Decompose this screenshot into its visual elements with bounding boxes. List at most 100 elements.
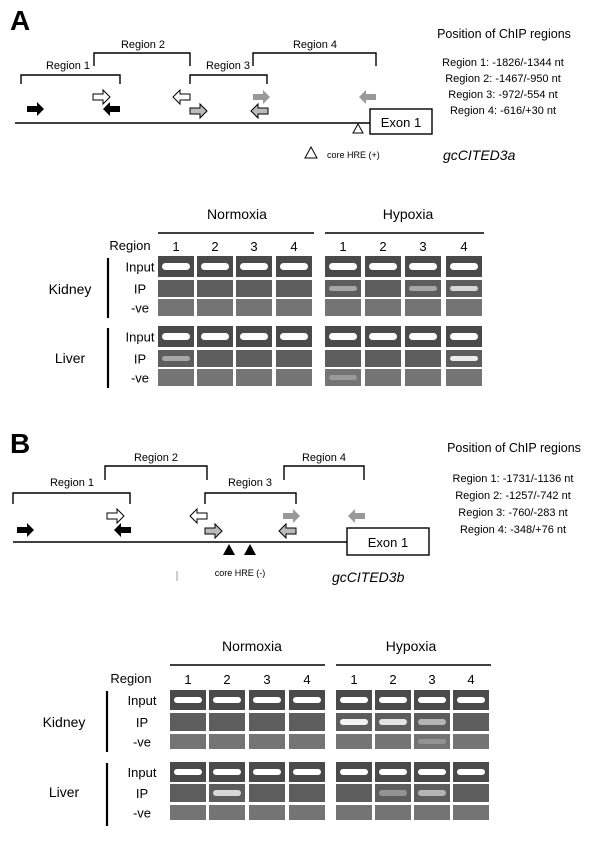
panel-b-liver-ip-normoxia-band-2 bbox=[213, 790, 241, 796]
panel-b-normoxia-lane-number-4: 4 bbox=[303, 672, 310, 687]
panel-b-tissue-kidney: Kidney bbox=[43, 714, 86, 730]
panel-b-region1-label: Region 1 bbox=[50, 477, 94, 489]
panel-a-position-4: Region 4: -616/+30 nt bbox=[450, 105, 556, 117]
panel-b-position-1: Region 1: -1731/-1136 nt bbox=[453, 473, 574, 485]
panel-a-liver-negve-hypoxia-lane-2 bbox=[365, 369, 401, 386]
panel-b-kidney-negve-hypoxia-lane-1 bbox=[336, 734, 372, 749]
panel-b-liver-ip-normoxia-lane-1 bbox=[170, 784, 206, 802]
panel-b-exon-label: Exon 1 bbox=[368, 535, 408, 550]
panel-a-liver-input-normoxia-band-1 bbox=[162, 333, 190, 340]
panel-b-kidney-ip-hypoxia-band-3 bbox=[418, 719, 446, 725]
panel-a-kidney-input-hypoxia-band-4 bbox=[450, 263, 478, 270]
panel-a-normoxia-lane-number-1: 1 bbox=[172, 239, 179, 254]
panel-b-hre-marker-1 bbox=[223, 544, 235, 555]
panel-a-kidney-ip-normoxia-lane-2 bbox=[197, 280, 233, 297]
panel-a-liver-input-hypoxia-band-2 bbox=[369, 333, 397, 340]
panel-a-position-1: Region 1: -1826/-1344 nt bbox=[442, 57, 564, 69]
panel-b-kidney-ip-normoxia-lane-4 bbox=[289, 713, 325, 731]
panel-b-region-header: Region bbox=[110, 671, 151, 686]
panel-b-normoxia-lane-number-1: 1 bbox=[184, 672, 191, 687]
panel-a-liver-input-normoxia-band-2 bbox=[201, 333, 229, 340]
panel-a-tissue-kidney: Kidney bbox=[49, 281, 92, 297]
panel-b-kidney-negve-hypoxia-lane-2 bbox=[375, 734, 411, 749]
panel-b-kidney-negve-normoxia-lane-2 bbox=[209, 734, 245, 749]
panel-a-hypoxia-lane-number-4: 4 bbox=[460, 239, 467, 254]
panel-b-kidney-input-normoxia-band-1 bbox=[174, 697, 202, 703]
panel-b-hre-marker-2 bbox=[244, 544, 256, 555]
panel-a-region3-label: Region 3 bbox=[206, 60, 250, 72]
panel-a-kidney-input-hypoxia-band-1 bbox=[329, 263, 357, 270]
panel-a-liver-input-hypoxia-band-4 bbox=[450, 333, 478, 340]
panel-b-region2-label: Region 2 bbox=[134, 452, 178, 464]
panel-a-brackets bbox=[20, 52, 377, 84]
panel-a-liver-negve-normoxia-lane-4 bbox=[276, 369, 312, 386]
panel-a-kidney-input-normoxia-band-3 bbox=[240, 263, 268, 270]
panel-a-kidney-ip-normoxia-lane-4 bbox=[276, 280, 312, 297]
panel-b-letter: B bbox=[10, 428, 30, 459]
panel-b-tissue-liver: Liver bbox=[49, 784, 80, 800]
panel-b-liver-negve-hypoxia-lane-3 bbox=[414, 805, 450, 820]
panel-b-kidney-row-label-Input: Input bbox=[128, 693, 157, 708]
panel-a-liver-ip-normoxia-lane-3 bbox=[236, 350, 272, 367]
panel-b-kidney-negve-hypoxia-band-3 bbox=[418, 739, 446, 744]
panel-a-position-2: Region 2: -1467/-950 nt bbox=[445, 73, 561, 85]
panel-a-liver-ip-normoxia-band-1 bbox=[162, 356, 190, 361]
panel-a-r3-reverse-arrow bbox=[250, 102, 269, 120]
panel-b-liver-ip-hypoxia-band-2 bbox=[379, 790, 407, 796]
panel-a-kidney-negve-normoxia-lane-2 bbox=[197, 299, 233, 316]
panel-b-position-2: Region 2: -1257/-742 nt bbox=[455, 490, 571, 502]
panel-a-kidney-negve-normoxia-lane-1 bbox=[158, 299, 194, 316]
panel-b-r4-forward-arrow bbox=[283, 509, 300, 523]
panel-a-kidney-row-label-negve: -ve bbox=[131, 301, 149, 316]
panel-b-liver-ip-hypoxia-band-3 bbox=[418, 790, 446, 796]
panel-a-liver-negve-hypoxia-band-1 bbox=[329, 375, 357, 380]
panel-a-region4-bracket bbox=[252, 52, 377, 66]
panel-a-region2-label: Region 2 bbox=[121, 39, 165, 51]
panel-a-region-header: Region bbox=[109, 238, 150, 253]
panel-b-hre-label: core HRE (-) bbox=[215, 568, 266, 578]
panel-b-hypoxia-lane-number-1: 1 bbox=[350, 672, 357, 687]
panel-b-kidney-input-hypoxia-band-4 bbox=[457, 697, 485, 703]
panel-b-liver-negve-hypoxia-lane-1 bbox=[336, 805, 372, 820]
panel-a-r4-forward-arrow bbox=[253, 90, 270, 104]
panel-b-kidney-negve-normoxia-lane-3 bbox=[249, 734, 285, 749]
panel-a-kidney-row-label-IP: IP bbox=[134, 282, 146, 297]
panel-b-liver-row-label-IP: IP bbox=[136, 786, 148, 801]
panel-a-hre-legend-label: core HRE (+) bbox=[327, 150, 380, 160]
panel-b-liver-input-hypoxia-band-1 bbox=[340, 769, 368, 775]
panel-b-r1-forward-arrow bbox=[17, 523, 34, 537]
panel-a-normoxia-label: Normoxia bbox=[207, 206, 267, 222]
panel-b-liver-row-label-Input: Input bbox=[128, 765, 157, 780]
panel-b-r2-forward-arrow bbox=[106, 507, 125, 525]
panel-a-kidney-ip-hypoxia-band-3 bbox=[409, 286, 437, 291]
panel-b-kidney-ip-normoxia-lane-3 bbox=[249, 713, 285, 731]
panel-b-exon-box bbox=[346, 527, 430, 556]
panel-a-gene-name: gcCITED3a bbox=[443, 147, 516, 163]
panel-a-liver-negve-normoxia-lane-2 bbox=[197, 369, 233, 386]
panel-b-kidney-input-normoxia-band-2 bbox=[213, 697, 241, 703]
panel-b-kidney-ip-hypoxia-band-1 bbox=[340, 719, 368, 725]
panel-a-kidney-negve-hypoxia-lane-3 bbox=[405, 299, 441, 316]
panel-a-kidney-ip-hypoxia-lane-2 bbox=[365, 280, 401, 297]
panel-a-normoxia-lane-number-4: 4 bbox=[290, 239, 297, 254]
panel-b-position-4: Region 4: -348/+76 nt bbox=[460, 524, 566, 536]
panel-a-hypoxia-lane-number-3: 3 bbox=[419, 239, 426, 254]
panel-a-liver-row-label-negve: -ve bbox=[131, 371, 149, 386]
panel-a-kidney-row-label-Input: Input bbox=[126, 260, 155, 275]
panel-a-liver-input-hypoxia-band-3 bbox=[409, 333, 437, 340]
panel-a-kidney-input-normoxia-band-1 bbox=[162, 263, 190, 270]
panel-b-liver-input-hypoxia-band-4 bbox=[457, 769, 485, 775]
panel-b-kidney-ip-hypoxia-lane-4 bbox=[453, 713, 489, 731]
panel-a-liver-row-label-Input: Input bbox=[126, 330, 155, 345]
panel-b-hypoxia-lane-number-2: 2 bbox=[389, 672, 396, 687]
panel-b-kidney-row-label-negve: -ve bbox=[133, 735, 151, 750]
panel-b-liver-input-hypoxia-band-3 bbox=[418, 769, 446, 775]
panel-a-liver-ip-hypoxia-lane-2 bbox=[365, 350, 401, 367]
panel-a-r2-forward-arrow bbox=[92, 88, 111, 106]
panel-b-liver-input-normoxia-band-1 bbox=[174, 769, 202, 775]
panel-a-liver-ip-hypoxia-band-4 bbox=[450, 356, 478, 361]
panel-b-liver-negve-normoxia-lane-3 bbox=[249, 805, 285, 820]
